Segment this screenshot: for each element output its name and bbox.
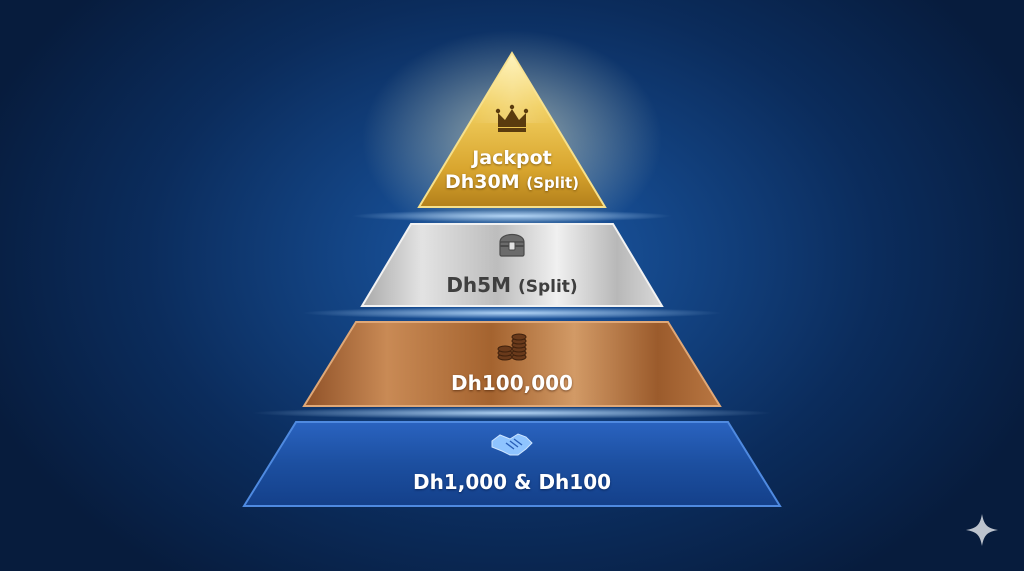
treasure-chest-icon bbox=[499, 233, 525, 257]
jackpot-amount-line: Dh30M (Split) bbox=[412, 170, 612, 195]
gap-glow-3 bbox=[252, 407, 772, 419]
jackpot-title: Jackpot bbox=[472, 147, 552, 169]
third-amount: Dh100,000 bbox=[451, 371, 573, 395]
second-amount: Dh5M bbox=[446, 273, 511, 297]
tier-second-shape bbox=[360, 223, 664, 307]
tier-jackpot-shine bbox=[470, 53, 555, 123]
gap-glow-2 bbox=[302, 307, 722, 319]
sparkle-icon bbox=[966, 514, 998, 546]
jackpot-amount: Dh30M bbox=[445, 171, 520, 193]
tier-third-label: Dh100,000 bbox=[392, 370, 632, 396]
tier-jackpot-label: Jackpot Dh30M (Split) bbox=[412, 146, 612, 195]
tier-third-shape bbox=[302, 321, 722, 407]
coins-stack-icon bbox=[497, 333, 527, 361]
tier-fourth-shape bbox=[242, 421, 782, 507]
tier-second-label: Dh5M (Split) bbox=[412, 272, 612, 300]
tier-fourth-label: Dh1,000 & Dh100 bbox=[352, 469, 672, 495]
jackpot-split-note: (Split) bbox=[526, 174, 579, 192]
crown-icon bbox=[495, 104, 529, 132]
fourth-amount: Dh1,000 & Dh100 bbox=[412, 470, 612, 494]
handshake-icon bbox=[491, 433, 533, 456]
gap-glow-1 bbox=[352, 210, 672, 222]
second-split-note: (Split) bbox=[517, 277, 578, 297]
